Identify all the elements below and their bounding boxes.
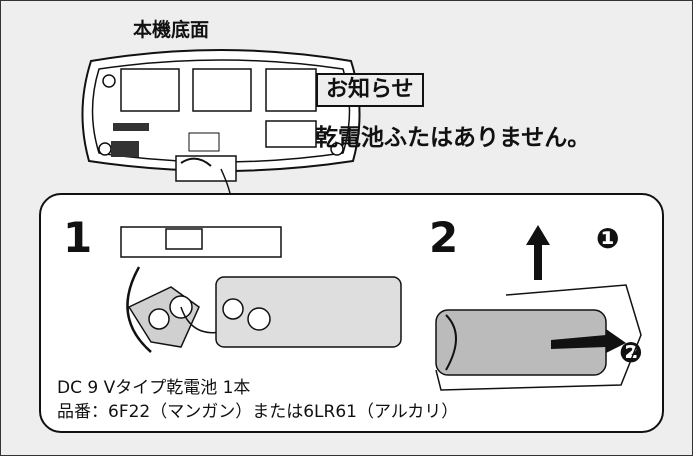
step-2-marker-2: ❷ [619, 336, 643, 369]
underside-label: 本機底面 [133, 19, 210, 41]
notice-heading: お知らせ [316, 73, 424, 107]
caption-line-1: DC 9 Vタイプ乾電池 1本 [57, 378, 251, 398]
step-1-number: 1 [63, 213, 93, 262]
battery-connector-illustration [120, 226, 402, 353]
battery-insertion-illustration [435, 225, 642, 391]
instruction-inset: 1 2 ❶ ❷ DC 9 Vタイプ乾電池 1本 品番：6F22（マンガン）または… [39, 193, 664, 433]
step-2-marker-1: ❶ [596, 222, 620, 255]
notice-text: 乾電池ふたはありません。 [315, 125, 591, 151]
caption-line-2: 品番：6F22（マンガン）または6LR61（アルカリ） [57, 402, 459, 422]
device-underside-illustration [81, 49, 361, 202]
step-2-number: 2 [429, 213, 459, 262]
